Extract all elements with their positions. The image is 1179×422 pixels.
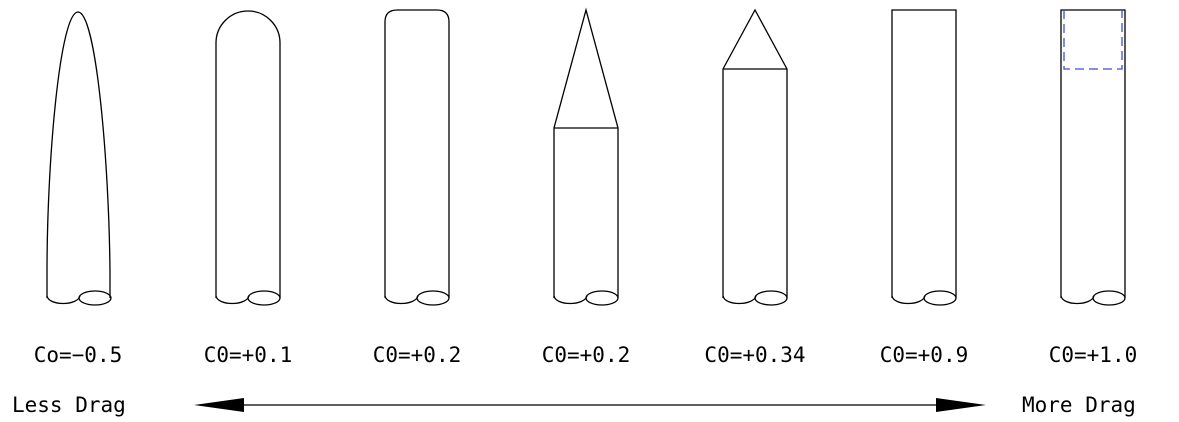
coefficient-label-6: C0=+0.9 bbox=[880, 343, 969, 367]
coefficient-label-5: C0=+0.34 bbox=[704, 343, 805, 367]
less-drag-label: Less Drag bbox=[12, 393, 126, 417]
coefficient-label-4: C0=+0.2 bbox=[542, 343, 631, 367]
shape-long-cone-nose bbox=[553, 7, 619, 306]
shape-flat-nose bbox=[891, 9, 957, 306]
shape-rounded-edge-flat-nose bbox=[384, 9, 450, 306]
coefficient-label-7: C0=+1.0 bbox=[1049, 343, 1138, 367]
coefficient-label-2: C0=+0.1 bbox=[204, 343, 293, 367]
shape-hemispherical-nose bbox=[215, 10, 281, 306]
shape-flat-nose-with-recess bbox=[1060, 9, 1126, 306]
coefficient-label-3: C0=+0.2 bbox=[373, 343, 462, 367]
drag-scale-arrow bbox=[194, 398, 986, 412]
more-drag-label: More Drag bbox=[1022, 393, 1136, 417]
arrowhead-left-icon bbox=[194, 398, 244, 412]
shape-ogive-nose bbox=[46, 11, 112, 306]
recess-dashed-outline bbox=[1063, 10, 1123, 70]
coefficient-label-1: Co=−0.5 bbox=[34, 343, 123, 367]
arrowhead-right-icon bbox=[936, 398, 986, 412]
shape-short-cone-nose bbox=[722, 8, 788, 306]
